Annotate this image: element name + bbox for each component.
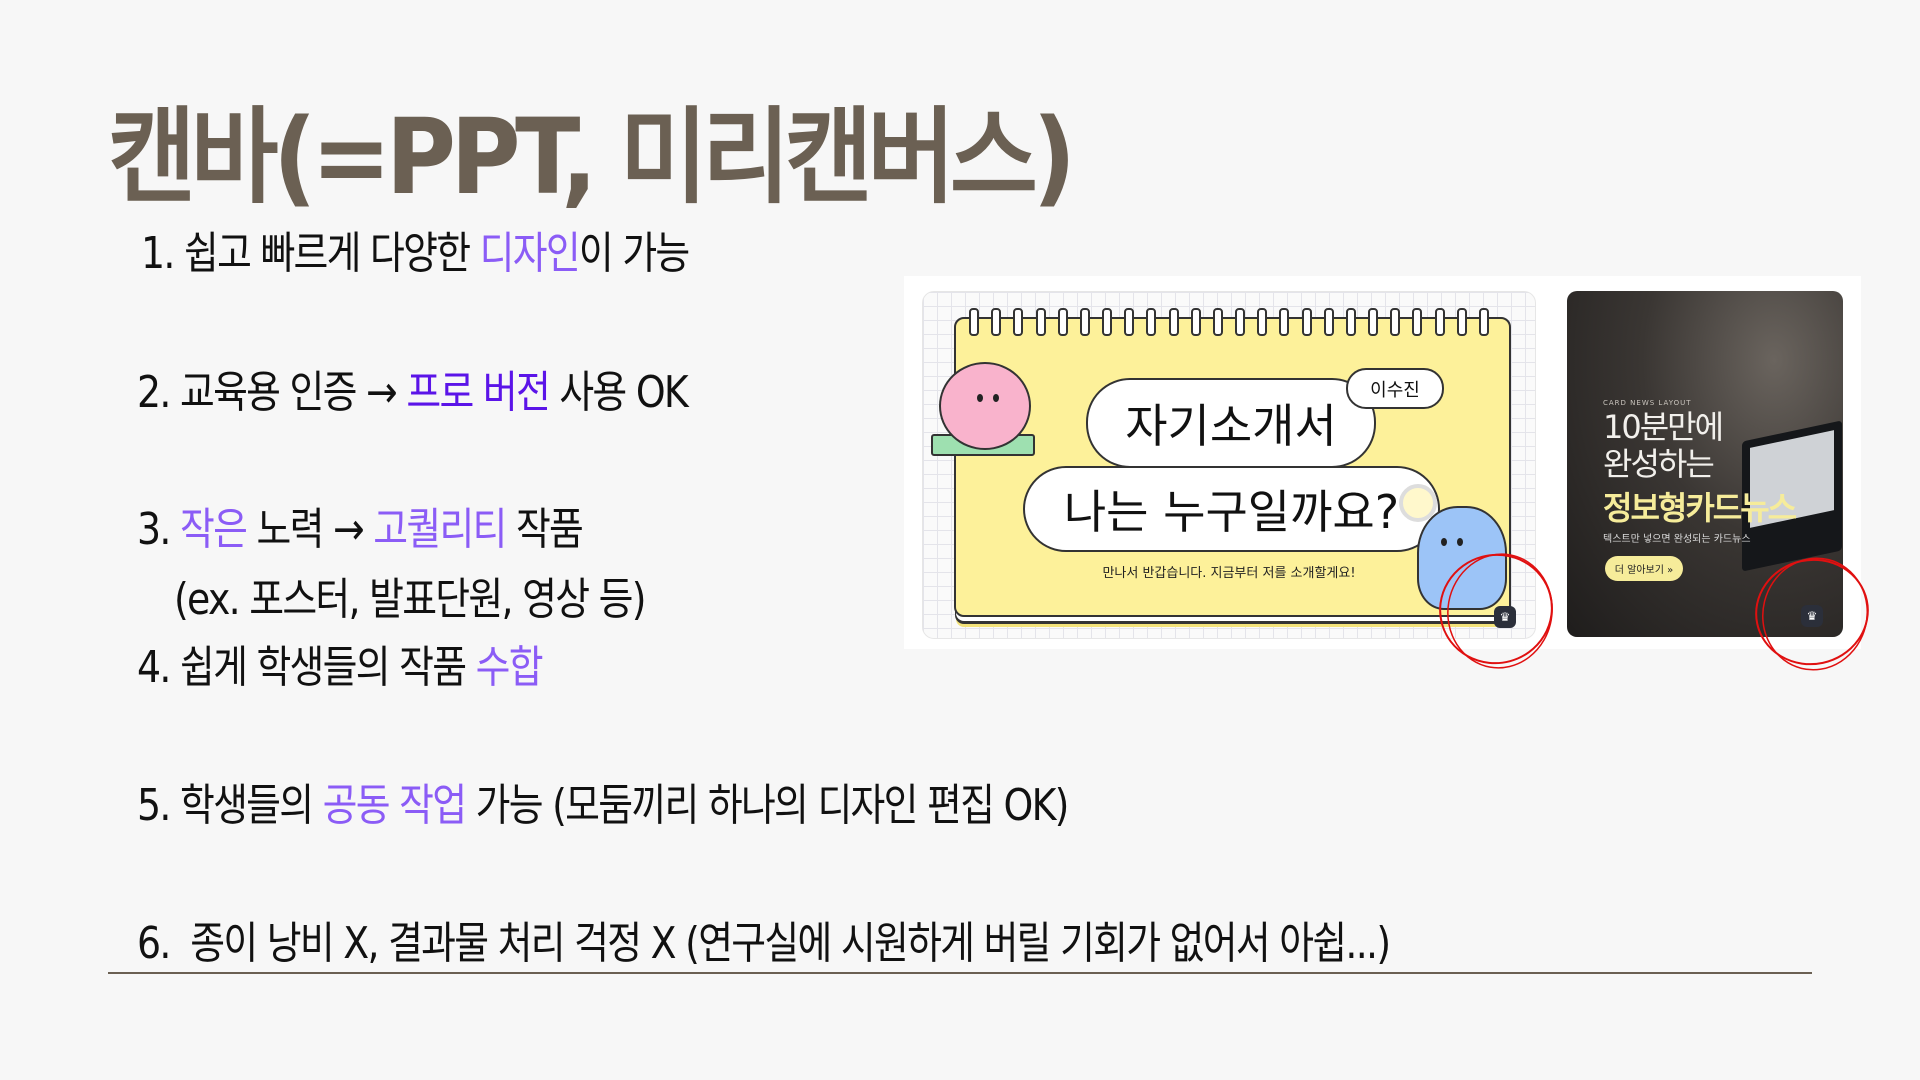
ring [1456, 308, 1467, 336]
magnifier-illustration [1399, 484, 1437, 522]
ring [1434, 308, 1445, 336]
card-heading-highlight: 정보형카드뉴스 [1603, 489, 1797, 527]
heading-bubble: 자기소개서 [1086, 378, 1376, 468]
ring [1412, 308, 1423, 336]
ring [1323, 308, 1334, 336]
highlight-segment: 프로 버전 [406, 367, 550, 418]
learn-more-button[interactable]: 더 알아보기 » [1605, 556, 1683, 581]
ring [1301, 308, 1312, 336]
text-segment: 6. 종이 낭비 X, 결과물 처리 걱정 X (연구실에 시원하게 버릴 기회… [137, 918, 1391, 969]
highlight-segment: 공동 작업 [322, 780, 467, 831]
highlight-segment: 고퀄리티 [373, 504, 507, 555]
ring [1235, 308, 1246, 336]
bullet-line: 3. 작은 노력 → 고퀄리티 작품 [137, 508, 584, 552]
divider-underline [108, 972, 1812, 974]
text-segment: 2. 교육용 인증 → [137, 367, 407, 418]
text-segment: (ex. 포스터, 발표단원, 영상 등) [174, 574, 646, 625]
highlight-segment: 작은 [179, 504, 248, 555]
highlight-segment: 수합 [475, 642, 544, 693]
spiral-rings [969, 308, 1489, 336]
text-segment: 1. 쉽고 빠르게 다양한 [141, 228, 480, 279]
bullet-line: (ex. 포스터, 발표단원, 영상 등) [174, 578, 646, 622]
ring [1079, 308, 1090, 336]
slide-title: 캔바(=PPT, 미리캔버스) [108, 96, 1076, 218]
text-segment: 작품 [505, 504, 584, 555]
ring [1057, 308, 1068, 336]
bullet-line: 6. 종이 낭비 X, 결과물 처리 걱정 X (연구실에 시원하게 버릴 기회… [137, 922, 1391, 966]
ring [1345, 308, 1356, 336]
highlight-segment: 디자인 [479, 228, 581, 279]
text-segment: 3. [137, 504, 180, 555]
name-tag-bubble: 이수진 [1346, 368, 1444, 409]
card-subtitle: 텍스트만 넣으면 완성되는 카드뉴스 [1603, 534, 1751, 545]
card-kicker: CARD NEWS LAYOUT [1603, 399, 1692, 407]
bullet-line: 5. 학생들의 공동 작업 가능 (모둠끼리 하나의 디자인 편집 OK) [137, 784, 1069, 828]
bullet-line: 2. 교육용 인증 → 프로 버전 사용 OK [137, 371, 689, 415]
template-subtitle: 만나서 반갑습니다. 지금부터 저를 소개할게요! [1102, 566, 1356, 581]
question-bubble: 나는 누구일까요? [1023, 466, 1440, 552]
ring [1102, 308, 1113, 336]
ring [969, 308, 979, 336]
pink-character-illustration [939, 362, 1031, 450]
ring [1257, 308, 1268, 336]
ring [1190, 308, 1201, 336]
text-segment: 이 가능 [578, 228, 690, 279]
text-segment: 사용 OK [549, 367, 688, 418]
text-segment: 가능 (모둠끼리 하나의 디자인 편집 OK) [465, 780, 1070, 831]
ring [1146, 308, 1157, 336]
card-heading-line1: 10분만에 [1603, 408, 1724, 446]
ring [1124, 308, 1135, 336]
ring [1013, 308, 1024, 336]
crown-icon: ♛ [1494, 606, 1516, 628]
template-card-news[interactable]: CARD NEWS LAYOUT 10분만에 완성하는 정보형카드뉴스 텍스트만… [1567, 291, 1843, 637]
text-segment: 4. 쉽게 학생들의 작품 [137, 642, 476, 693]
ring [1279, 308, 1290, 336]
template-card-self-intro[interactable]: 자기소개서 이수진 나는 누구일까요? 만나서 반갑습니다. 지금부터 저를 소… [922, 291, 1536, 639]
ring [991, 308, 1002, 336]
ring [1390, 308, 1401, 336]
text-segment: 5. 학생들의 [137, 780, 323, 831]
ring [1168, 308, 1179, 336]
blue-character-illustration [1417, 506, 1507, 610]
ring [1212, 308, 1223, 336]
bullet-line: 1. 쉽고 빠르게 다양한 디자인이 가능 [141, 232, 690, 276]
card-heading-line2: 완성하는 [1603, 445, 1715, 483]
ring [1368, 308, 1379, 336]
ring [1035, 308, 1046, 336]
bullet-line: 4. 쉽게 학생들의 작품 수합 [137, 646, 544, 690]
crown-icon: ♛ [1801, 605, 1823, 627]
text-segment: 노력 → [246, 504, 374, 555]
ring [1478, 308, 1489, 336]
